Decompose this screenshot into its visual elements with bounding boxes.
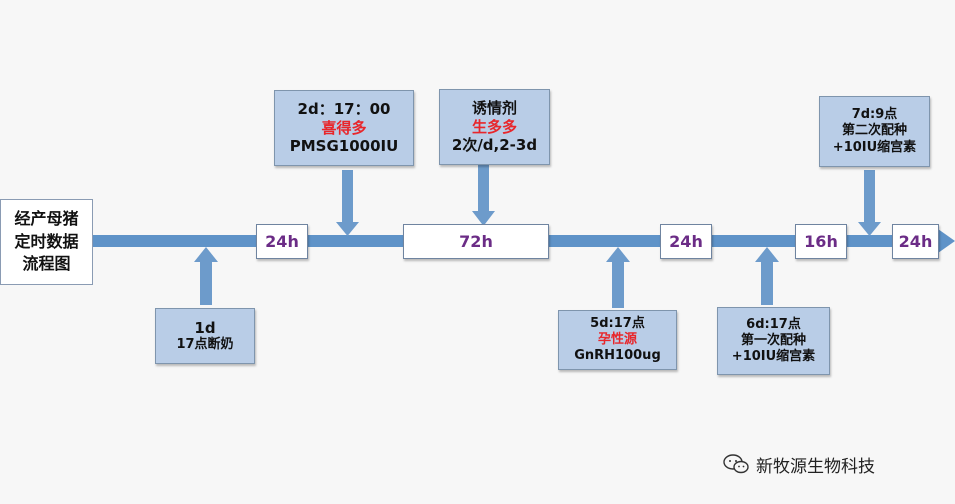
event-line: 2d：17：00 [297, 99, 391, 118]
start-box-line-3: 流程图 [22, 254, 71, 274]
event-line: 17点断奶 [176, 337, 234, 353]
event-line: 第二次配种 [841, 123, 907, 139]
event-line: 5d:17点 [590, 315, 645, 331]
bottom-event-box-1: 1d 17点断奶 [155, 308, 255, 364]
bottom-event-box-3: 6d:17点 第一次配种 +10IU缩宫素 [717, 307, 830, 375]
up-arrow-1 [194, 247, 218, 305]
top-event-box-1: 2d：17：00 喜得多 PMSG1000IU [274, 90, 414, 166]
event-line: GnRH100ug [574, 348, 661, 364]
event-line: 7d:9点 [851, 107, 898, 123]
start-box-line-2: 定时数据 [14, 231, 79, 251]
up-arrow-2 [606, 247, 630, 308]
event-line: 1d [194, 318, 216, 337]
duration-box-1: 24h [256, 224, 308, 259]
top-event-box-2: 诱情剂 生多多 2次/d,2-3d [439, 89, 550, 165]
timeline-arrowhead [938, 229, 955, 253]
event-highlight: 孕性源 [597, 331, 637, 347]
event-line: +10IU缩宫素 [832, 139, 917, 155]
event-line: PMSG1000IU [289, 137, 399, 156]
watermark: 新牧源生物科技 [722, 450, 875, 478]
wechat-icon [723, 454, 749, 474]
duration-box-4: 16h [795, 224, 847, 259]
start-box-line-1: 经产母猪 [14, 209, 79, 229]
up-arrow-3 [755, 247, 779, 305]
event-line: 2次/d,2-3d [451, 136, 538, 155]
duration-box-5: 24h [892, 224, 939, 259]
down-arrow-3 [858, 170, 881, 236]
event-line: 6d:17点 [746, 316, 801, 332]
event-line: 第一次配种 [740, 332, 806, 348]
event-highlight: 生多多 [471, 117, 517, 136]
bottom-event-box-2: 5d:17点 孕性源 GnRH100ug [558, 310, 677, 370]
duration-box-2: 72h [403, 224, 549, 259]
start-box: 经产母猪 定时数据 流程图 [0, 199, 93, 285]
duration-label: 24h [669, 232, 703, 251]
duration-label: 72h [459, 232, 493, 251]
duration-label: 24h [898, 232, 933, 251]
event-line: 诱情剂 [471, 98, 517, 117]
duration-label: 24h [265, 232, 299, 251]
event-line: +10IU缩宫素 [731, 349, 816, 365]
duration-label: 16h [804, 232, 838, 251]
watermark-text: 新牧源生物科技 [756, 456, 875, 477]
down-arrow-2 [472, 165, 495, 226]
down-arrow-1 [336, 170, 359, 236]
event-highlight: 喜得多 [321, 118, 367, 137]
top-event-box-3: 7d:9点 第二次配种 +10IU缩宫素 [819, 96, 930, 167]
duration-box-3: 24h [660, 224, 712, 259]
